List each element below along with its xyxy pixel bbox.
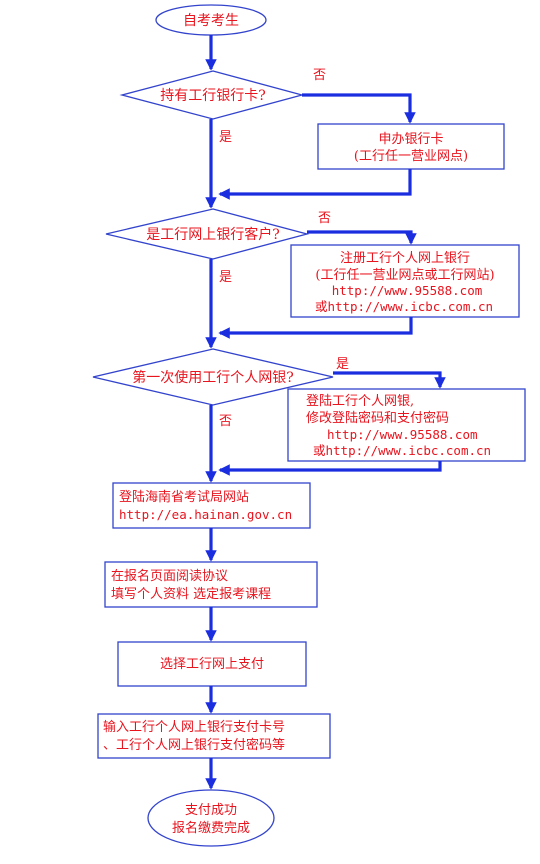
login-site-line1: 登陆海南省考试局网站 bbox=[119, 489, 249, 505]
arrow-register-return bbox=[218, 317, 413, 339]
arrow-d3-yes bbox=[333, 371, 446, 389]
apply-card-line1: 申办银行卡 bbox=[378, 132, 443, 147]
flow-lines bbox=[205, 35, 446, 790]
decision3-question: 第一次使用工行个人网银? bbox=[132, 369, 294, 386]
enter-card-line1: 输入工行个人网上银行支付卡号 bbox=[103, 719, 285, 735]
register-url2: 或http://www.icbc.com.cn bbox=[315, 299, 493, 314]
decision-online-banking-customer bbox=[105, 208, 310, 260]
arrow-first-login-return bbox=[218, 461, 442, 476]
register-box bbox=[290, 244, 520, 318]
decision2-yes-label: 是 bbox=[219, 270, 232, 285]
end-node bbox=[147, 789, 275, 847]
arrow-card-return bbox=[218, 169, 412, 200]
first-login-url2: 或http://www.icbc.com.cn bbox=[313, 443, 491, 458]
arrow-d2-no bbox=[307, 230, 417, 245]
read-agreement-box bbox=[104, 561, 318, 608]
decision-has-card bbox=[119, 70, 305, 120]
decision3-no-label: 否 bbox=[219, 414, 232, 429]
first-login-url1: http://www.95588.com bbox=[327, 427, 478, 442]
enter-card-line2: 、工行个人网上银行支付密码等 bbox=[103, 737, 285, 753]
decision-first-use bbox=[92, 348, 334, 406]
login-site-box bbox=[112, 482, 311, 529]
decision2-no-label: 否 bbox=[318, 211, 331, 226]
login-site-url: http://ea.hainan.gov.cn bbox=[119, 507, 292, 522]
enter-card-box bbox=[97, 713, 331, 759]
arrow-d1-no bbox=[302, 93, 416, 124]
select-pay-box bbox=[117, 641, 307, 687]
start-label: 自考考生 bbox=[183, 13, 239, 29]
read-agreement-line2: 填写个人资料 选定报考课程 bbox=[111, 587, 271, 602]
register-line2: (工行任一营业网点或工行网站) bbox=[315, 268, 494, 283]
select-pay-label: 选择工行网上支付 bbox=[160, 657, 264, 672]
decision1-no-label: 否 bbox=[313, 68, 326, 83]
end-line1: 支付成功 bbox=[185, 803, 237, 818]
register-line1: 注册工行个人网上银行 bbox=[340, 251, 470, 266]
decision3-yes-label: 是 bbox=[336, 357, 349, 372]
first-login-line1: 登陆工行个人网银, bbox=[306, 393, 414, 409]
decision2-question: 是工行网上银行客户? bbox=[146, 226, 280, 243]
decision1-yes-label: 是 bbox=[219, 130, 232, 145]
apply-card-line2: (工行任一营业网点) bbox=[354, 149, 468, 164]
apply-card-box bbox=[317, 123, 505, 170]
first-login-line2: 修改登陆密码和支付密码 bbox=[306, 410, 449, 426]
end-line2: 报名缴费完成 bbox=[172, 820, 250, 836]
first-login-box bbox=[287, 388, 526, 462]
read-agreement-line1: 在报名页面阅读协议 bbox=[111, 568, 228, 584]
register-url1: http://www.95588.com bbox=[332, 283, 483, 298]
decision1-question: 持有工行银行卡? bbox=[160, 88, 266, 104]
